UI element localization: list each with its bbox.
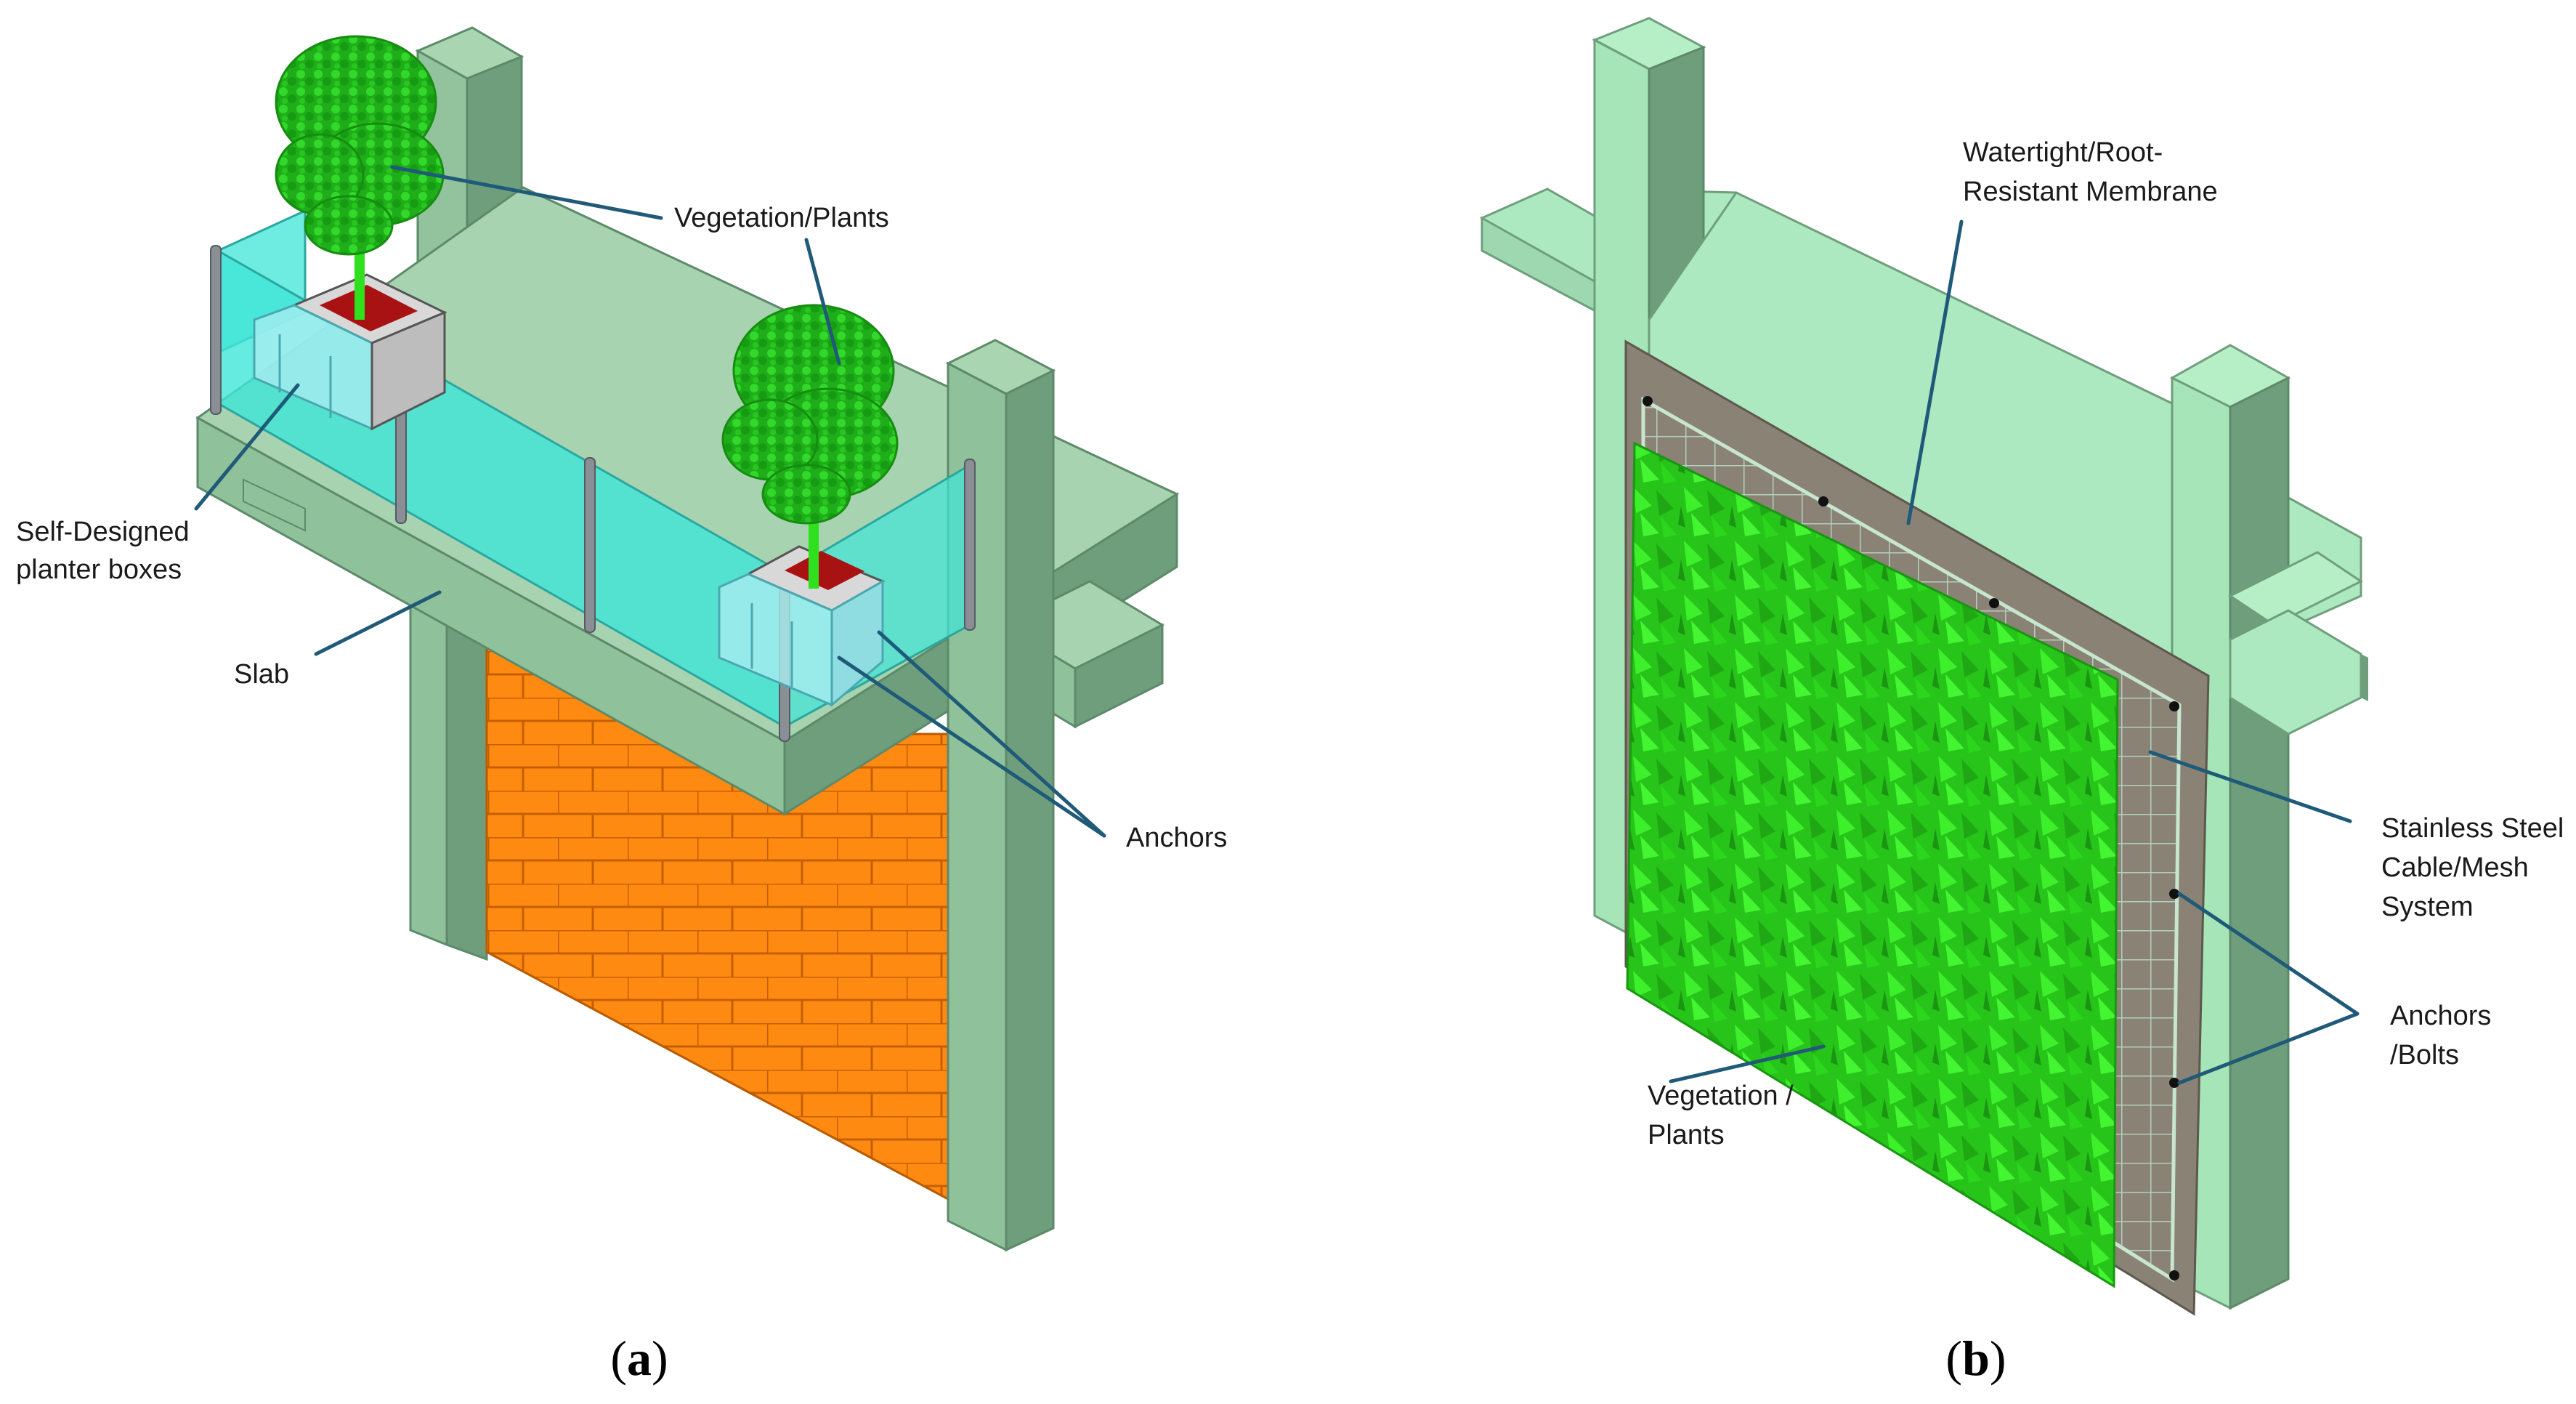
- label-planter-line2: planter boxes: [16, 554, 182, 585]
- label-anchors-line1: Anchors: [2390, 1001, 2491, 1031]
- panel-a: Vegetation/Plants Self-Designed planter …: [16, 26, 1227, 1386]
- tree-1: [275, 35, 445, 320]
- label-steel-line1: Stainless Steel: [2381, 813, 2564, 844]
- label-steel-line2: Cable/Mesh: [2381, 852, 2529, 883]
- leaders-a: [194, 165, 1106, 838]
- label-anchors-line2: /Bolts: [2390, 1040, 2459, 1070]
- label-membrane-line2: Resistant Membrane: [1963, 177, 2218, 207]
- label-anchors-a: Anchors: [1126, 823, 1227, 853]
- caption-b: (b): [1945, 1331, 2006, 1386]
- panel-b: Watertight/Root- Resistant Membrane Stai…: [1479, 17, 2564, 1386]
- leaders-b: [1669, 219, 2360, 1085]
- tree-2: [721, 304, 899, 589]
- label-vegetation-plants-a: Vegetation/Plants: [674, 203, 889, 233]
- label-membrane-line1: Watertight/Root-: [1963, 137, 2163, 168]
- label-veg-line1: Vegetation /: [1648, 1081, 1794, 1111]
- caption-a: (a): [610, 1331, 668, 1386]
- anchor-bolts: [1643, 396, 2179, 1280]
- label-planter-line1: Self-Designed: [16, 517, 190, 547]
- vegetation-wall: [1626, 441, 2119, 1288]
- planter-box-1: [253, 273, 447, 431]
- column-left: [409, 565, 488, 961]
- label-veg-line2: Plants: [1648, 1120, 1725, 1150]
- label-steel-line3: System: [2381, 892, 2474, 922]
- label-slab: Slab: [234, 659, 289, 690]
